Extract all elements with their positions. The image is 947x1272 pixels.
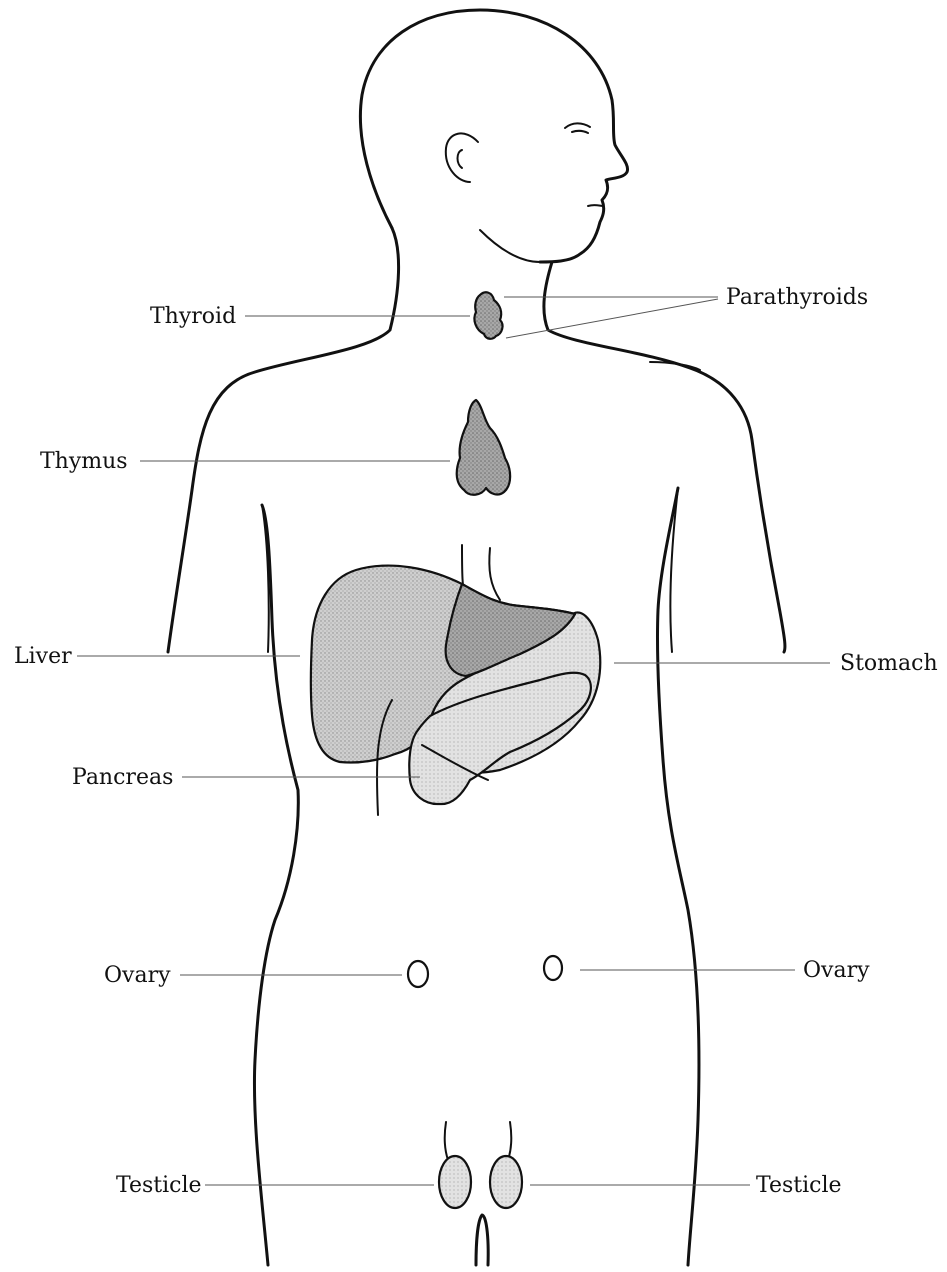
eye (565, 123, 590, 133)
label-thymus: Thymus (40, 449, 128, 474)
label-pancreas: Pancreas (72, 765, 173, 790)
testicle-right-organ (490, 1122, 522, 1208)
testicle-left-organ (439, 1122, 471, 1208)
label-liver: Liver (14, 644, 72, 669)
label-thyroid: Thyroid (150, 304, 236, 329)
label-ovary-right: Ovary (803, 958, 870, 983)
parathyroid-leader-bottom (506, 299, 718, 338)
right-torso-side (657, 488, 699, 1265)
mouth (588, 205, 603, 206)
thymus-organ (457, 400, 510, 495)
thyroid-organ (474, 292, 502, 339)
label-ovary-left: Ovary (104, 963, 171, 988)
ovary-right-organ (544, 956, 562, 980)
ovary-left-organ (408, 961, 428, 987)
label-parathyroids: Parathyroids (726, 285, 868, 310)
left-torso-side (254, 505, 298, 1265)
label-stomach: Stomach (840, 651, 938, 676)
label-testicle-left: Testicle (116, 1173, 202, 1198)
head-outline (360, 10, 627, 262)
crotch (476, 1215, 488, 1265)
jaw-line (480, 230, 540, 262)
right-neck-shoulder (544, 262, 785, 652)
label-testicle-right: Testicle (756, 1173, 842, 1198)
ear (446, 133, 478, 182)
